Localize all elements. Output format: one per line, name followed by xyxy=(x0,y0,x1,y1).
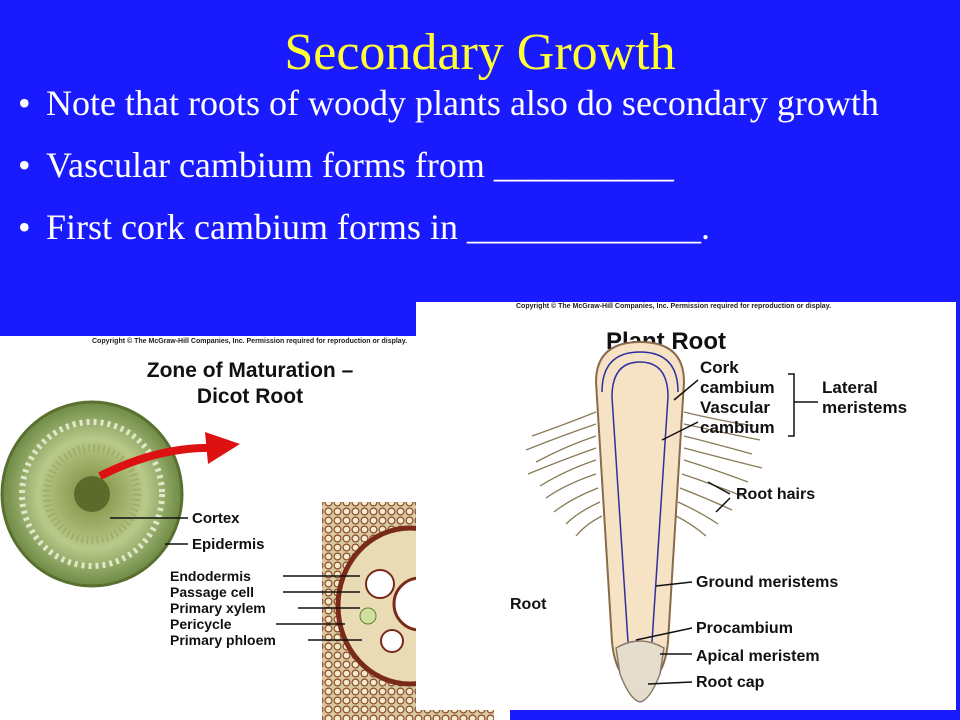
label-cork: Cork xyxy=(700,358,739,377)
label-root: Root xyxy=(510,596,547,613)
plant-root-figure: Copyright © The McGraw-Hill Companies, I… xyxy=(416,302,956,710)
vascular-cambium-line xyxy=(611,361,669,398)
label-procambium: Procambium xyxy=(696,620,793,637)
cork-cambium-line xyxy=(601,351,679,393)
root-hairs-drawing xyxy=(525,411,763,537)
label-primary-xylem: Primary xylem xyxy=(170,600,266,616)
bullet-item: Vascular cambium forms from __________ xyxy=(18,144,938,186)
right-copyright: Copyright © The McGraw-Hill Companies, I… xyxy=(516,303,832,310)
label-apical-meristem: Apical meristem xyxy=(696,648,820,665)
left-heading-line2: Dicot Root xyxy=(196,385,304,408)
left-leader-lines xyxy=(110,517,362,641)
root-body xyxy=(594,340,686,688)
magnify-arrow xyxy=(98,432,240,480)
label-primary-phloem: Primary phloem xyxy=(170,632,276,648)
label-vascular: Vascular xyxy=(700,398,770,417)
label-ground-meristems: Ground meristems xyxy=(696,574,839,591)
label-lateral: Lateral xyxy=(822,378,878,397)
label-passage-cell: Passage cell xyxy=(170,584,255,600)
bullet-list: Note that roots of woody plants also do … xyxy=(18,82,938,268)
bullet-item: Note that roots of woody plants also do … xyxy=(18,82,938,124)
left-figure-heading: Zone of Maturation – Dicot Root xyxy=(80,358,420,410)
label-pericycle: Pericycle xyxy=(170,616,232,632)
label-lateral-meristems: meristems xyxy=(822,398,908,417)
label-root-hairs: Root hairs xyxy=(736,486,816,503)
left-heading-line1: Zone of Maturation – xyxy=(146,359,354,382)
label-cortex: Cortex xyxy=(192,510,240,527)
plant-root-illustration xyxy=(525,340,818,703)
cross-section-image xyxy=(0,400,184,588)
label-epidermis: Epidermis xyxy=(192,536,265,553)
label-endodermis: Endodermis xyxy=(170,568,251,584)
slide-title: Secondary Growth xyxy=(284,24,676,81)
root-cap-drawing xyxy=(615,640,665,703)
label-vascular-cambium: cambium xyxy=(700,418,775,437)
label-root-cap: Root cap xyxy=(696,674,765,691)
left-copyright: Copyright © The McGraw-Hill Companies, I… xyxy=(92,338,408,345)
bullet-item: First cork cambium forms in ____________… xyxy=(18,206,938,248)
label-cork-cambium: cambium xyxy=(700,378,775,397)
right-leader-lines xyxy=(635,373,818,685)
